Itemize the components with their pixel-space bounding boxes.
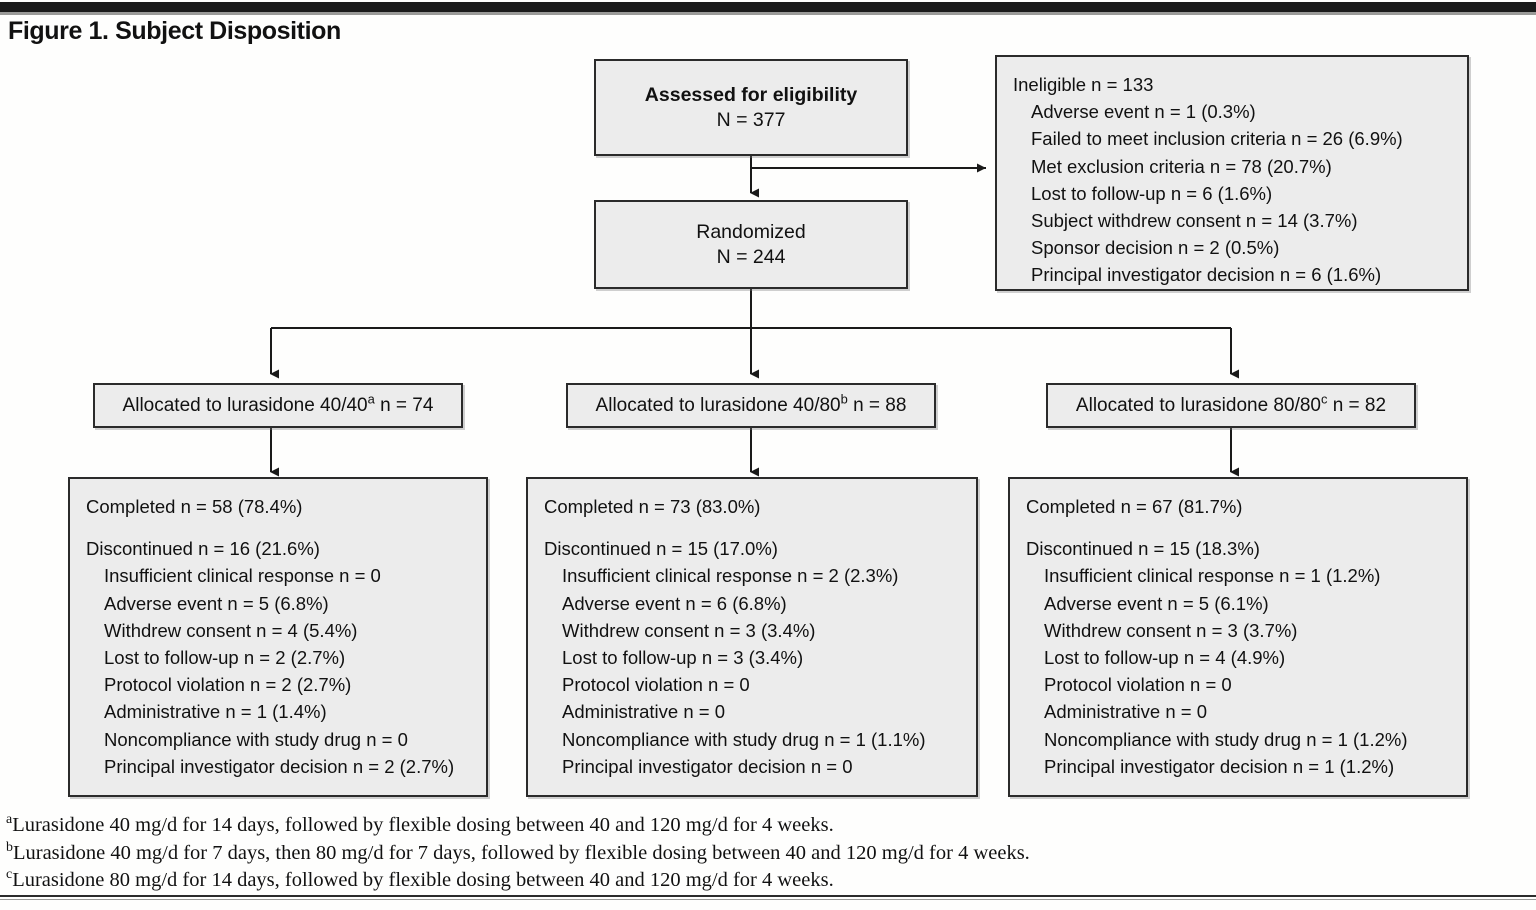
node-allocation-arm-3: Allocated to lurasidone 80/80c n = 82 xyxy=(1046,383,1416,428)
top-rule-bar xyxy=(0,2,1536,12)
node-outcomes-arm-2: Completed n = 73 (83.0%) Discontinued n … xyxy=(526,477,978,797)
randomized-title: Randomized xyxy=(696,220,806,243)
discontinuation-reason: Noncompliance with study drug n = 1 (1.2… xyxy=(1044,728,1408,750)
footnote-marker: c xyxy=(6,867,13,883)
ineligible-header: Ineligible n = 133 xyxy=(1013,74,1154,95)
completed-line: Completed n = 73 (83.0%) xyxy=(544,496,761,517)
ineligible-item: Adverse event n = 1 (0.3%) xyxy=(1031,101,1256,123)
footnotes: aLurasidone 40 mg/d for 14 days, followe… xyxy=(6,812,1526,895)
footnote-marker: b xyxy=(6,839,13,855)
discontinuation-reason: Administrative n = 0 xyxy=(562,701,725,723)
node-allocation-arm-1: Allocated to lurasidone 40/40a n = 74 xyxy=(93,383,463,428)
ineligible-item: Failed to meet inclusion criteria n = 26… xyxy=(1031,128,1403,150)
completed-line: Completed n = 58 (78.4%) xyxy=(86,496,303,517)
node-outcomes-arm-1: Completed n = 58 (78.4%) Discontinued n … xyxy=(68,477,488,797)
ineligible-item: Lost to follow-up n = 6 (1.6%) xyxy=(1031,182,1273,204)
footnote-a: aLurasidone 40 mg/d for 14 days, followe… xyxy=(6,812,1526,840)
discontinuation-reason: Protocol violation n = 2 (2.7%) xyxy=(104,674,352,696)
discontinuation-reason: Insufficient clinical response n = 0 xyxy=(104,565,381,587)
allocation-prefix: Allocated to lurasidone 80/80 xyxy=(1075,394,1321,416)
top-rule-shadow xyxy=(0,12,1536,15)
footnote-b: bLurasidone 40 mg/d for 7 days, then 80 … xyxy=(6,840,1526,868)
discontinued-line: Discontinued n = 15 (18.3%) xyxy=(1026,538,1260,560)
discontinuation-reason: Withdrew consent n = 4 (5.4%) xyxy=(104,619,358,641)
ineligible-item: Met exclusion criteria n = 78 (20.7%) xyxy=(1031,155,1332,177)
allocation-label: Allocated to lurasidone 40/80b n = 88 xyxy=(595,392,907,417)
randomized-count: N = 244 xyxy=(716,245,786,268)
allocation-label: Allocated to lurasidone 80/80c n = 82 xyxy=(1075,392,1387,417)
discontinuation-reason: Insufficient clinical response n = 2 (2.… xyxy=(562,565,899,587)
footnote-text: Lurasidone 40 mg/d for 7 days, then 80 m… xyxy=(12,841,1030,864)
discontinuation-reason: Insufficient clinical response n = 1 (1.… xyxy=(1044,565,1381,587)
discontinuation-reason: Principal investigator decision n = 2 (2… xyxy=(104,755,455,777)
discontinuation-reason: Withdrew consent n = 3 (3.4%) xyxy=(562,619,816,641)
node-assessed-for-eligibility: Assessed for eligibility N = 377 xyxy=(594,59,908,156)
discontinuation-reason: Protocol violation n = 0 xyxy=(562,674,750,696)
allocation-suffix: n = 82 xyxy=(1327,394,1387,416)
discontinuation-reason: Lost to follow-up n = 4 (4.9%) xyxy=(1044,646,1286,668)
footnote-text: Lurasidone 80 mg/d for 14 days, followed… xyxy=(12,869,834,892)
discontinuation-reason: Adverse event n = 6 (6.8%) xyxy=(562,592,787,614)
spacer xyxy=(544,520,966,535)
allocation-footnote-marker: a xyxy=(367,391,375,407)
assessed-count: N = 377 xyxy=(716,108,786,131)
discontinuation-reason: Withdrew consent n = 3 (3.7%) xyxy=(1044,619,1298,641)
spacer xyxy=(86,520,476,535)
allocation-prefix: Allocated to lurasidone 40/80 xyxy=(595,394,841,416)
ineligible-item: Sponsor decision n = 2 (0.5%) xyxy=(1031,237,1280,259)
discontinuation-reason: Lost to follow-up n = 2 (2.7%) xyxy=(104,646,346,668)
allocation-prefix: Allocated to lurasidone 40/40 xyxy=(122,394,368,416)
bottom-rule-shadow xyxy=(0,899,1536,900)
page-title: Figure 1. Subject Disposition xyxy=(8,17,341,45)
discontinuation-reason: Noncompliance with study drug n = 1 (1.1… xyxy=(562,728,926,750)
allocation-footnote-marker: c xyxy=(1320,391,1328,407)
discontinued-line: Discontinued n = 16 (21.6%) xyxy=(86,538,320,560)
footnote-c: cLurasidone 80 mg/d for 14 days, followe… xyxy=(6,867,1526,895)
footnote-marker: a xyxy=(6,812,13,828)
ineligible-item: Subject withdrew consent n = 14 (3.7%) xyxy=(1031,209,1358,231)
discontinued-line: Discontinued n = 15 (17.0%) xyxy=(544,538,778,560)
footnote-text: Lurasidone 40 mg/d for 14 days, followed… xyxy=(12,814,834,836)
spacer xyxy=(1026,520,1456,535)
allocation-suffix: n = 88 xyxy=(847,394,907,416)
allocation-suffix: n = 74 xyxy=(374,394,434,416)
discontinuation-reason: Administrative n = 1 (1.4%) xyxy=(104,701,327,723)
discontinuation-reason: Lost to follow-up n = 3 (3.4%) xyxy=(562,646,804,668)
allocation-footnote-marker: b xyxy=(840,391,848,407)
completed-line: Completed n = 67 (81.7%) xyxy=(1026,496,1243,517)
node-outcomes-arm-3: Completed n = 67 (81.7%) Discontinued n … xyxy=(1008,477,1468,797)
node-randomized: Randomized N = 244 xyxy=(594,200,908,289)
discontinuation-reason: Administrative n = 0 xyxy=(1044,701,1207,723)
discontinuation-reason: Adverse event n = 5 (6.1%) xyxy=(1044,592,1269,614)
node-ineligible: Ineligible n = 133 Adverse event n = 1 (… xyxy=(995,55,1469,291)
discontinuation-reason: Principal investigator decision n = 0 xyxy=(562,755,853,777)
assessed-title: Assessed for eligibility xyxy=(644,83,858,106)
ineligible-item: Principal investigator decision n = 6 (1… xyxy=(1031,264,1382,286)
discontinuation-reason: Protocol violation n = 0 xyxy=(1044,674,1232,696)
discontinuation-reason: Principal investigator decision n = 1 (1… xyxy=(1044,755,1395,777)
discontinuation-reason: Noncompliance with study drug n = 0 xyxy=(104,728,408,750)
allocation-label: Allocated to lurasidone 40/40a n = 74 xyxy=(122,392,434,417)
node-allocation-arm-2: Allocated to lurasidone 40/80b n = 88 xyxy=(566,383,936,428)
bottom-rule xyxy=(0,895,1536,897)
discontinuation-reason: Adverse event n = 5 (6.8%) xyxy=(104,592,329,614)
